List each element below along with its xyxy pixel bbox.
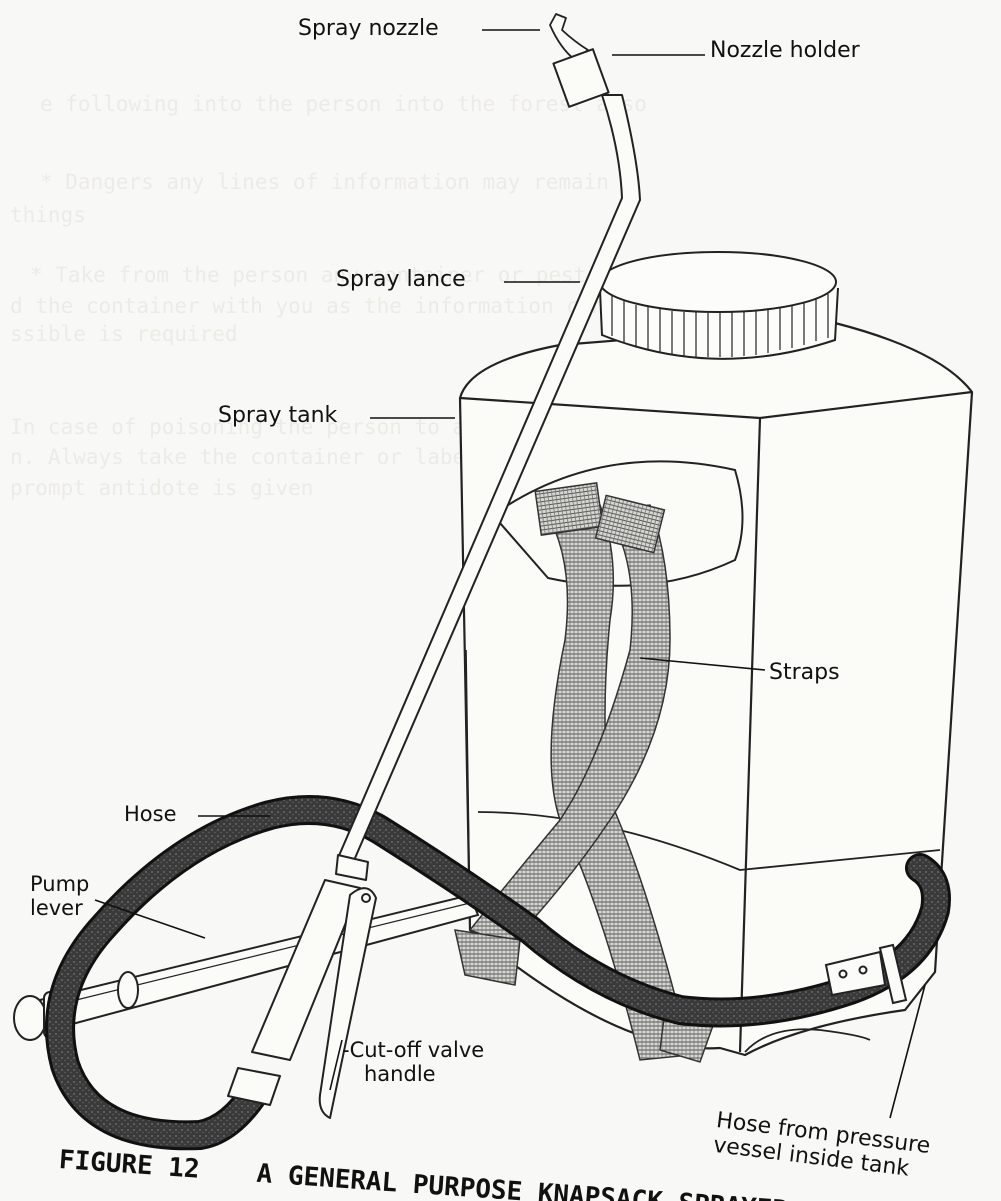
label-spray-lance: Spray lance <box>336 267 466 292</box>
label-cutoff-line2: handle <box>342 1062 484 1086</box>
label-spray-nozzle: Spray nozzle <box>298 16 439 41</box>
label-cutoff-valve: -Cut-off valve handle <box>342 1038 484 1086</box>
label-nozzle-holder: Nozzle holder <box>710 38 860 63</box>
label-hose: Hose <box>124 802 177 826</box>
label-spray-tank: Spray tank <box>218 403 337 428</box>
label-straps: Straps <box>769 660 840 685</box>
label-cutoff-line1: -Cut-off valve <box>342 1038 484 1062</box>
label-pump-lever-line1: Pump <box>30 872 89 896</box>
label-pump-lever-line2: lever <box>30 896 89 920</box>
tank-lid <box>600 252 838 359</box>
label-pump-lever: Pump lever <box>30 872 89 920</box>
